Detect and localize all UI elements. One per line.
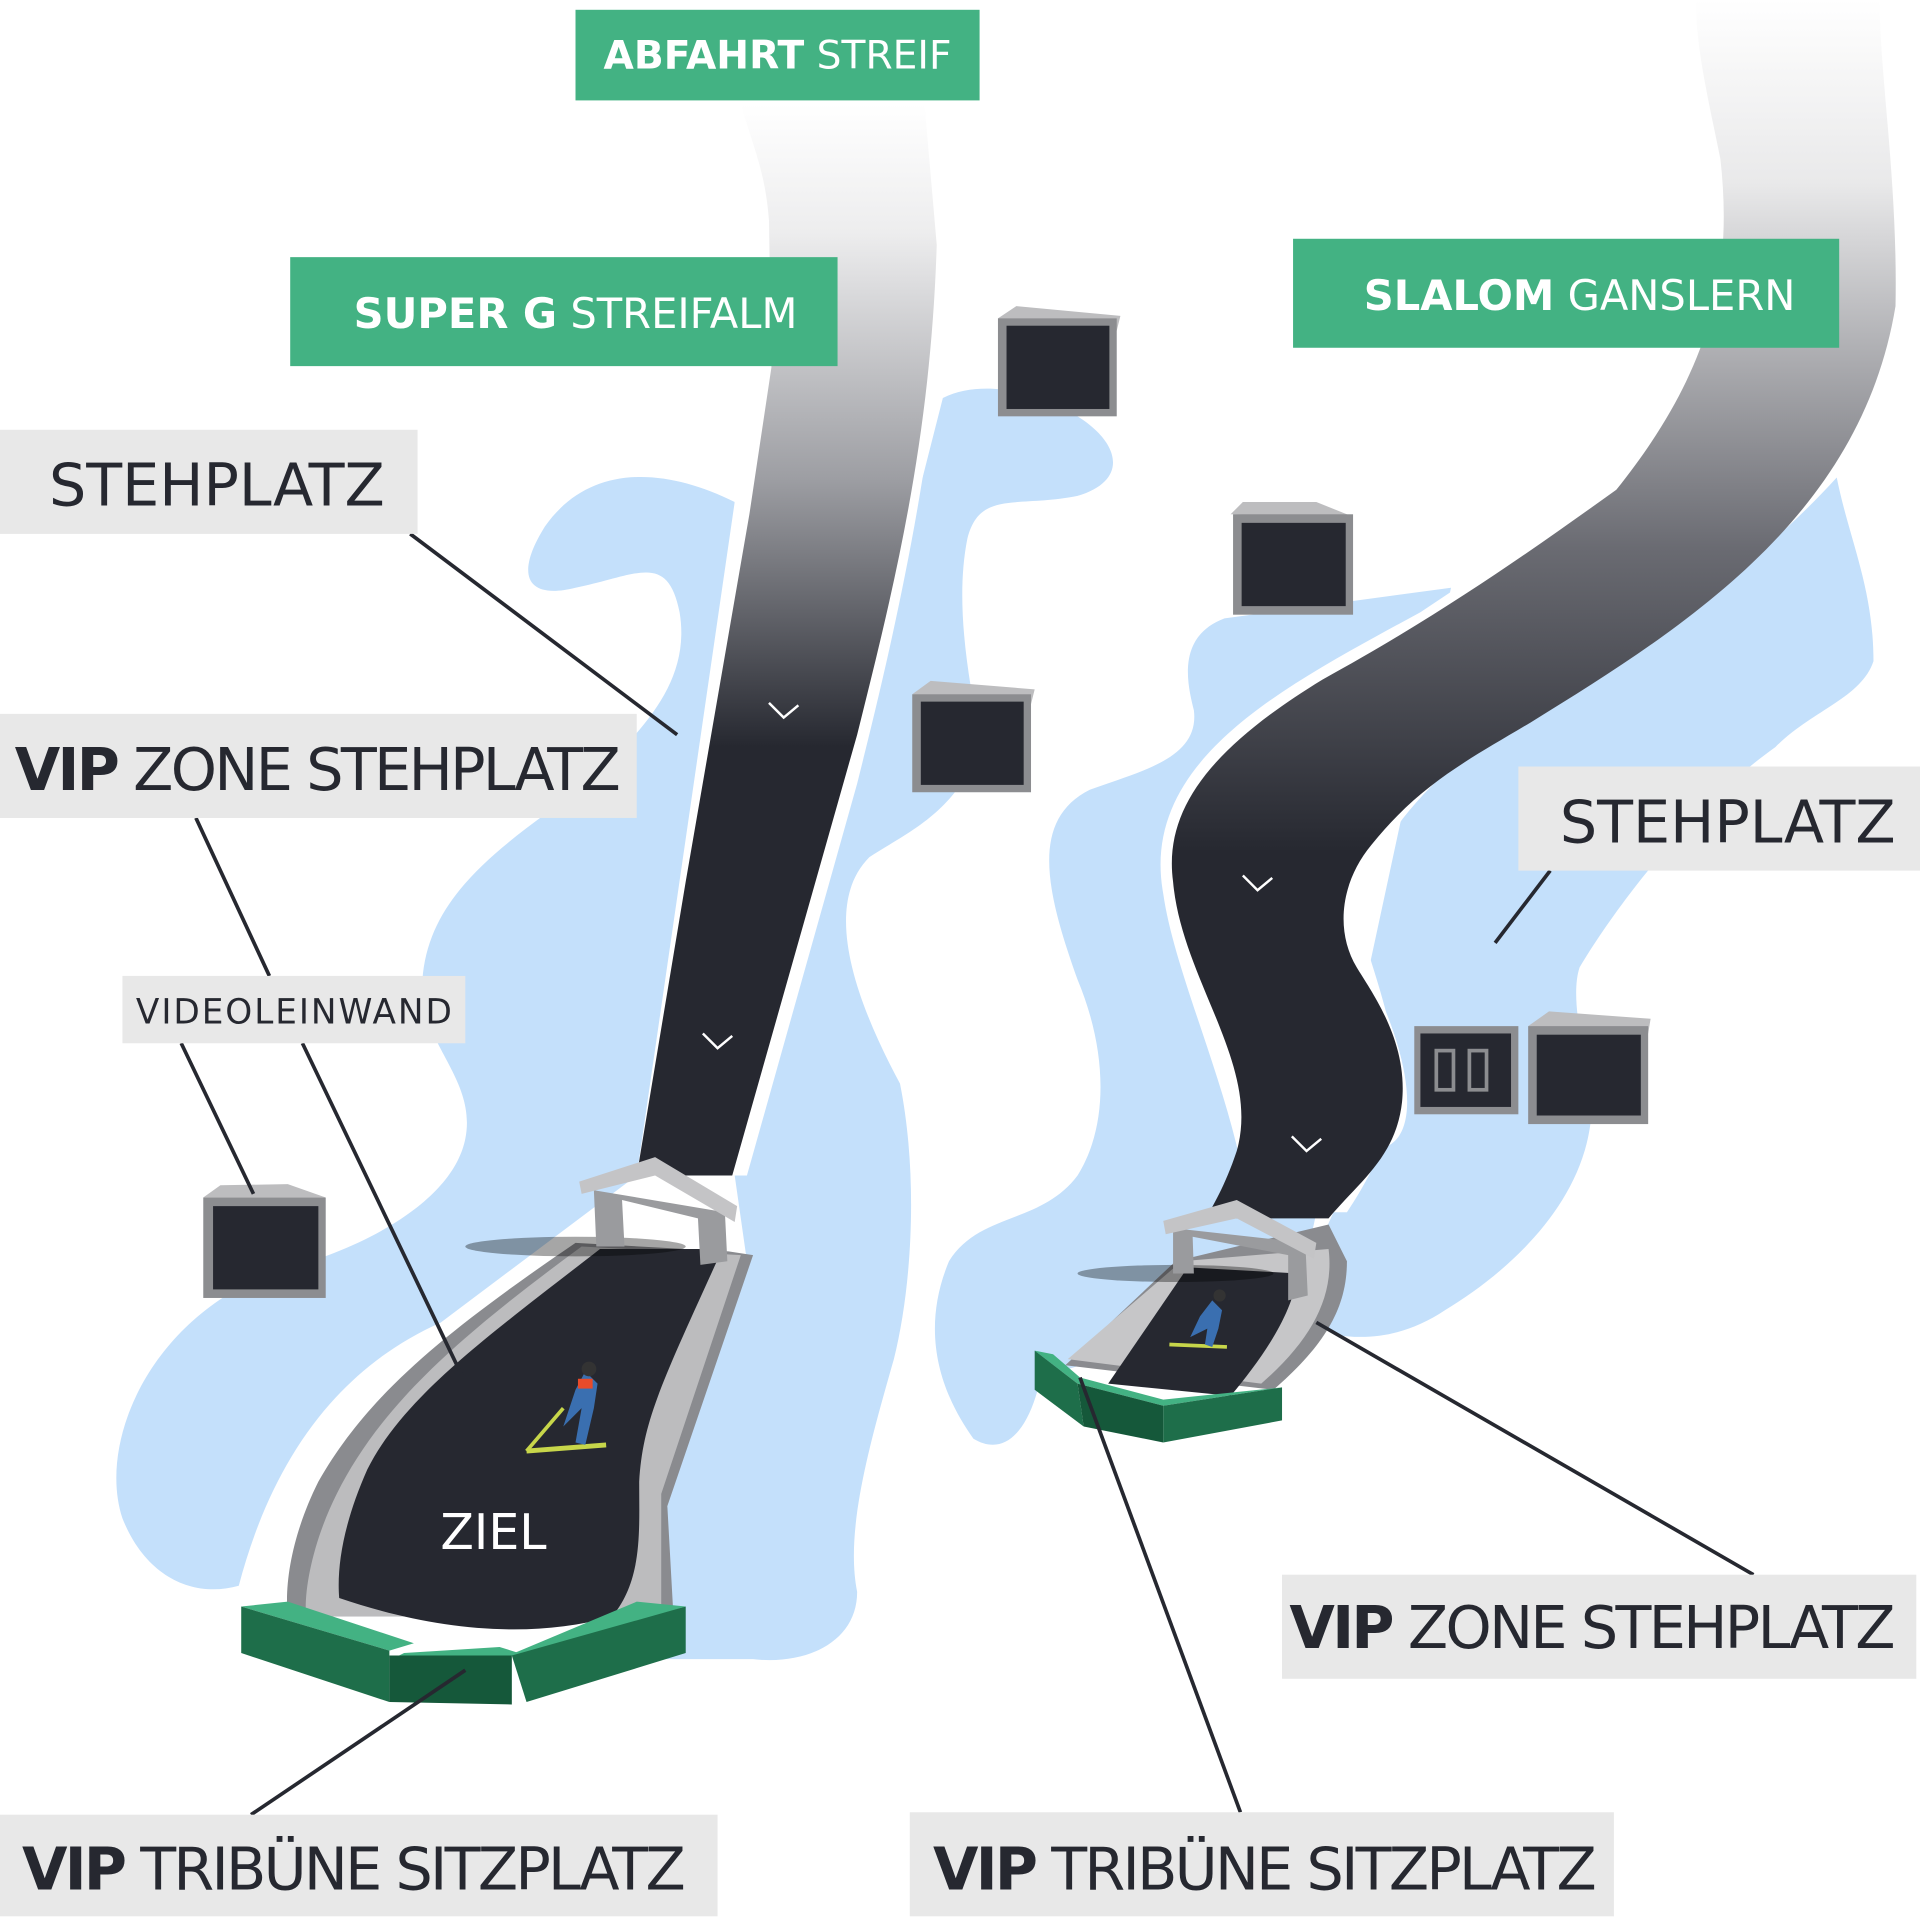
svg-text:VIP ZONE STEHPLATZ: VIP ZONE STEHPLATZ: [1289, 1593, 1895, 1662]
direction-arrow-icon: [1241, 874, 1274, 892]
video-screen: [203, 1184, 326, 1298]
right-spectator-area: [934, 477, 1874, 1445]
label-slalom-ganslern: SLALOM GANSLERN: [1293, 238, 1840, 348]
course-bold: ABFAHRT: [604, 34, 805, 79]
finish-label: ZIEL: [440, 1504, 547, 1561]
leader-lines: [179, 532, 1755, 1817]
label-right-stehplatz: STEHPLATZ: [1518, 766, 1920, 871]
svg-text:SUPER G STREIFALM: SUPER G STREIFALM: [354, 289, 798, 338]
direction-arrow-icon: [1290, 1135, 1323, 1153]
label-left-stehplatz: STEHPLATZ: [0, 429, 418, 534]
finish-gate: [1163, 1200, 1317, 1301]
center-spectator-area: [661, 388, 1114, 1661]
svg-text:VIP TRIBÜNE SITZPLATZ: VIP TRIBÜNE SITZPLATZ: [933, 1834, 1597, 1903]
svg-text:ABFAHRT STREIF: ABFAHRT STREIF: [604, 34, 952, 79]
course-name: STREIF: [817, 34, 952, 79]
label-abfahrt-streif: ABFAHRT STREIF: [575, 9, 980, 101]
direction-arrow-icon: [701, 1032, 734, 1050]
course-bold: SUPER G: [354, 289, 557, 338]
video-screens: [203, 306, 1651, 1298]
scoreboard: [1414, 1026, 1519, 1115]
svg-text:VIDEOLEINWAND: VIDEOLEINWAND: [136, 993, 452, 1033]
label-left-vip-zone: VIP ZONE STEHPLATZ: [0, 713, 637, 818]
svg-text:VIP ZONE STEHPLATZ: VIP ZONE STEHPLATZ: [15, 735, 621, 804]
right-finish-area: [1034, 1200, 1347, 1443]
skier-icon: [525, 1361, 607, 1454]
video-screen: [997, 306, 1121, 417]
label-left-vip-tribune: VIP TRIBÜNE SITZPLATZ: [0, 1814, 718, 1917]
left-spectator-area: [116, 476, 735, 1590]
direction-arrow-icon: [768, 701, 800, 720]
label-right-vip-zone: VIP ZONE STEHPLATZ: [1282, 1574, 1917, 1679]
svg-text:STEHPLATZ: STEHPLATZ: [1560, 787, 1896, 856]
label-super-g-streifalm: SUPER G STREIFALM: [290, 257, 838, 367]
svg-text:VIP TRIBÜNE SITZPLATZ: VIP TRIBÜNE SITZPLATZ: [22, 1834, 686, 1903]
label-videoleinwand: VIDEOLEINWAND: [122, 975, 466, 1044]
video-screen: [1528, 1011, 1651, 1125]
finish-gate: [579, 1157, 738, 1265]
course-name: GANSLERN: [1568, 271, 1796, 320]
skier-icon: [1169, 1289, 1228, 1349]
course-bold: SLALOM: [1364, 271, 1555, 320]
label-right-vip-tribune: VIP TRIBÜNE SITZPLATZ: [909, 1812, 1614, 1917]
left-vip-tribune: [241, 1601, 686, 1705]
svg-text:SLALOM GANSLERN: SLALOM GANSLERN: [1364, 271, 1796, 320]
video-screen: [912, 680, 1035, 793]
svg-text:STEHPLATZ: STEHPLATZ: [49, 451, 385, 520]
left-course-track: [636, 104, 937, 1176]
spectator-areas: [116, 388, 1874, 1661]
video-screen: [1230, 502, 1354, 615]
course-name: STREIFALM: [570, 289, 797, 338]
left-finish-area: ZIEL: [241, 1157, 754, 1705]
